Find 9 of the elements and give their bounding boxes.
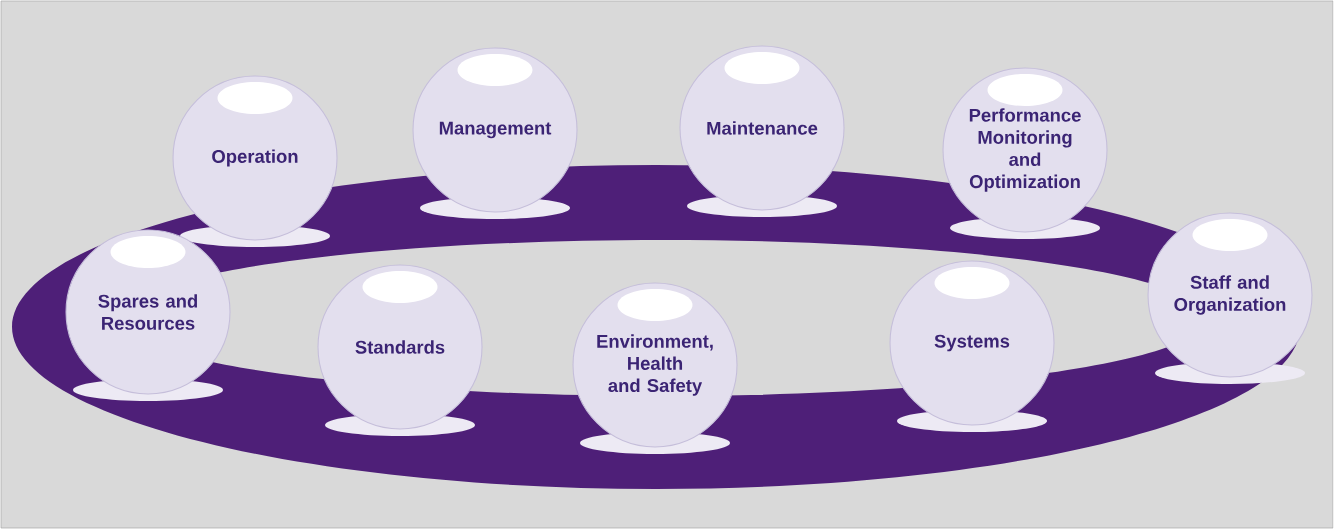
sphere: Environment, Health and Safety (572, 282, 738, 454)
sphere: Staff and Organization (1147, 212, 1313, 384)
sphere: Management (412, 47, 578, 219)
sphere: Operation (172, 75, 338, 247)
sphere: Spares and Resources (65, 229, 231, 401)
sphere: Maintenance (679, 45, 845, 217)
sphere: Performance Monitoring and Optimization (942, 67, 1108, 239)
sphere: Standards (317, 264, 483, 436)
sphere: Systems (889, 260, 1055, 432)
